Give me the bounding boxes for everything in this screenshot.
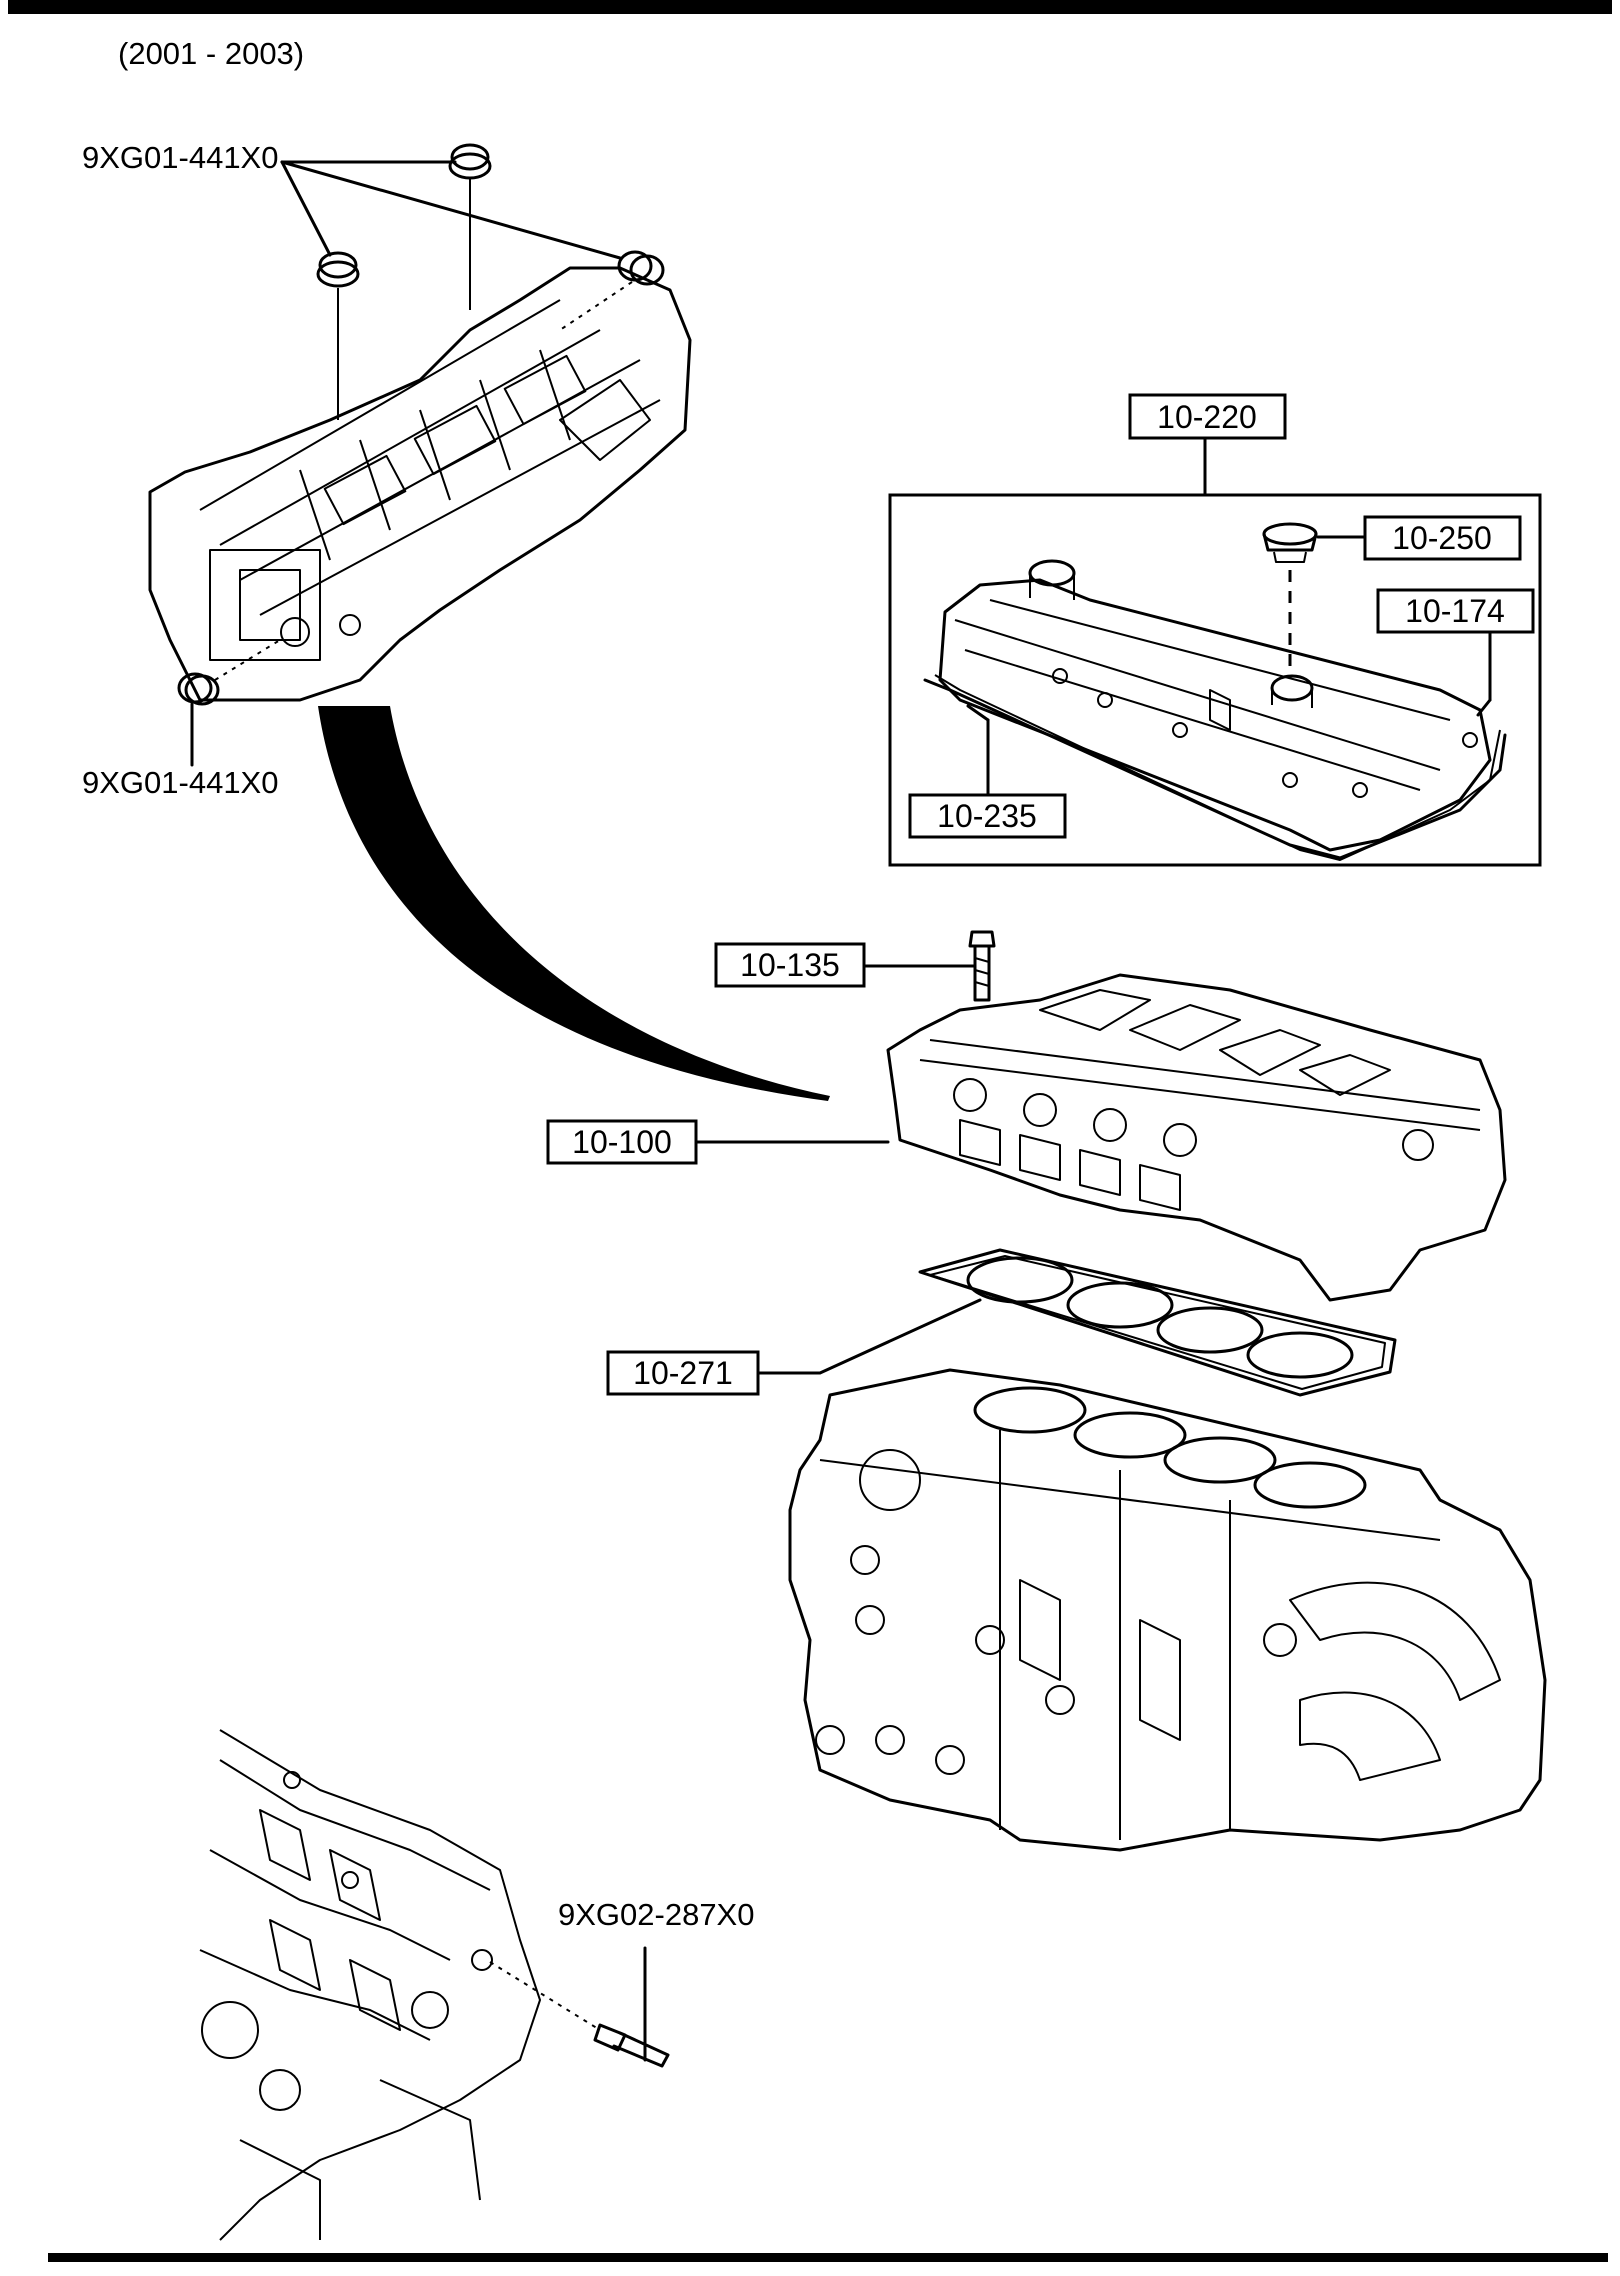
cover-bolt-label: 10-174 (1405, 593, 1505, 629)
seal-bottom-label: 9XG01-441X0 (82, 765, 278, 800)
head-gasket (606, 1248, 1397, 1397)
cover-gasket-label: 10-235 (937, 798, 1037, 834)
cylinder-head-cover (923, 559, 1507, 861)
curved-reference-arrow (318, 706, 830, 1101)
head-gasket-label: 10-271 (633, 1355, 733, 1391)
head-bolt (714, 930, 996, 1002)
cover-assembly-label: 10-220 (1157, 399, 1257, 435)
cylinder-head-label: 10-100 (572, 1124, 672, 1160)
year-range-label: (2001 - 2003) (118, 36, 304, 71)
cover-bolt-callout (1376, 588, 1535, 717)
seal-top-group (280, 143, 665, 420)
plug-label: 9XG02-287X0 (558, 1897, 754, 1932)
seal-bottom (177, 639, 281, 767)
plug (489, 1946, 670, 2068)
head-bolt-label: 10-135 (740, 947, 840, 983)
cylinder-head-underside (148, 266, 692, 702)
cover-gasket-callout (908, 704, 1067, 839)
top-border (8, 0, 1612, 14)
oil-cap-label: 10-250 (1392, 520, 1492, 556)
head-detail-bottom (199, 1729, 541, 2241)
bottom-border (48, 2253, 1608, 2262)
cylinder-head (546, 973, 1507, 1302)
oil-filler-cap (1262, 515, 1522, 672)
seal-top-label: 9XG01-441X0 (82, 140, 278, 175)
cylinder-block (788, 1368, 1547, 1852)
